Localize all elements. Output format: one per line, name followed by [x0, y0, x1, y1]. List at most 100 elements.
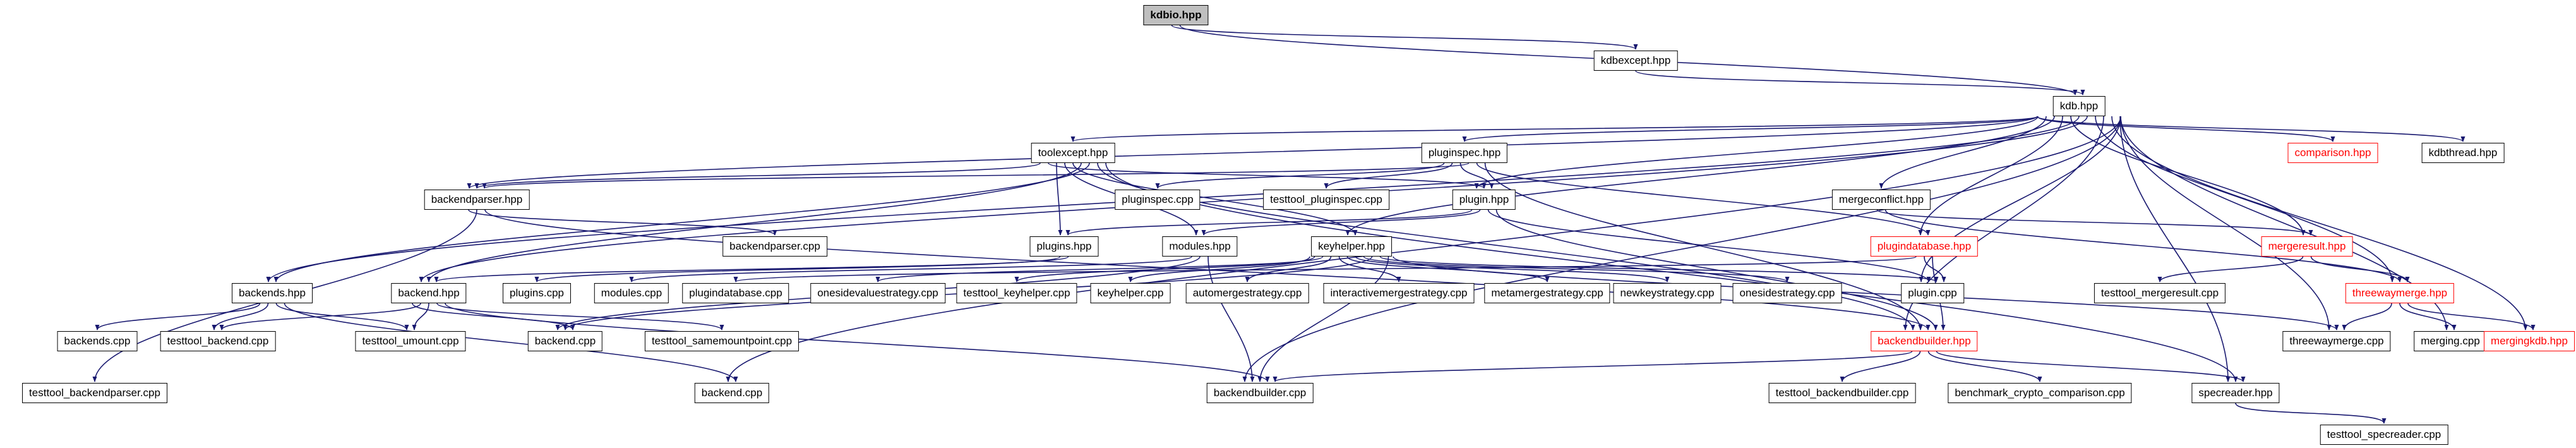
edge-kdb-hpp--backendbuilder-cpp	[1242, 116, 2121, 382]
graph-node-onesidevaluestrategy-cpp[interactable]: onesidevaluestrategy.cpp	[810, 283, 945, 303]
graph-node-specreader-hpp[interactable]: specreader.hpp	[2191, 383, 2280, 403]
graph-node-interactivemergestrategy-cpp[interactable]: interactivemergestrategy.cpp	[1323, 283, 1475, 303]
edges-group	[92, 25, 2536, 424]
graph-node-backendparser-hpp[interactable]: backendparser.hpp	[424, 190, 530, 210]
graph-node-backend-cpp-1[interactable]: backend.cpp	[527, 331, 603, 351]
edge-kdb-hpp--toolexcept-hpp	[1071, 116, 2038, 142]
edge-kdbexcept-hpp--kdb-hpp	[1635, 70, 2085, 95]
edge-backend-hpp--backend-cpp-1	[412, 303, 575, 330]
edge-kdb-hpp--kdbthread-hpp	[2037, 116, 2465, 142]
graph-node-plugins-hpp[interactable]: plugins.hpp	[1029, 236, 1099, 257]
edge-kdb-hpp--mergeresult-hpp	[2070, 116, 2306, 236]
edge-plugin-hpp--modules-hpp	[1201, 209, 1481, 236]
graph-node-backends-hpp[interactable]: backends.hpp	[232, 283, 313, 303]
edge-modules-hpp--modules-cpp	[629, 256, 1192, 282]
graph-node-keyhelper-hpp[interactable]: keyhelper.hpp	[1311, 236, 1392, 257]
edge-keyhelper-hpp--newkeystrategy-cpp	[1355, 256, 1670, 282]
edge-specreader-hpp--testtool-specreader-cpp	[2235, 403, 2387, 424]
graph-node-kdb-hpp[interactable]: kdb.hpp	[2052, 96, 2106, 116]
edge-backendbuilder-hpp--backendbuilder-cpp	[1273, 351, 1913, 382]
edge-plugin-hpp--plugins-hpp	[1065, 209, 1473, 236]
graph-node-benchmark-crypto-comparison-cpp[interactable]: benchmark_crypto_comparison.cpp	[1948, 383, 2132, 403]
graph-node-toolexcept-hpp[interactable]: toolexcept.hpp	[1031, 143, 1115, 163]
edge-backends-hpp--backend-cpp-2	[284, 303, 738, 382]
edge-kdb-hpp--plugindatabase-hpp	[1918, 116, 2063, 236]
edge-plugins-hpp--plugins-cpp	[534, 256, 1061, 282]
graph-node-backend-hpp[interactable]: backend.hpp	[391, 283, 467, 303]
edge-keyhelper-hpp--onesidestrategy-cpp	[1363, 256, 1790, 282]
graph-node-testtool-umount-cpp[interactable]: testtool_umount.cpp	[355, 331, 466, 351]
edge-kdb-hpp--mergeconflict-hpp	[1879, 116, 2047, 189]
edge-backends-hpp--testtool-umount-cpp	[275, 303, 409, 330]
edge-backend-hpp--testtool-umount-cpp	[412, 303, 429, 330]
edge-backendbuilder-hpp--testtool-backendbuilder-cpp	[1840, 351, 1921, 382]
edge-modules-hpp--backendbuilder-cpp	[1207, 256, 1255, 382]
edge-keyhelper-hpp--threewaymerge-cpp	[1393, 256, 2339, 330]
graph-node-merging-cpp[interactable]: merging.cpp	[2414, 331, 2487, 351]
graph-node-backendbuilder-hpp[interactable]: backendbuilder.hpp	[1871, 331, 1978, 351]
edge-kdb-hpp--plugin-cpp	[1919, 116, 2121, 282]
edge-threewaymerge-hpp--mergingkdb-hpp	[2407, 303, 2536, 330]
edge-backends-hpp--testtool-backend-cpp	[212, 303, 269, 330]
graph-node-threewaymerge-hpp[interactable]: threewaymerge.hpp	[2345, 283, 2455, 303]
graph-node-mergeresult-hpp[interactable]: mergeresult.hpp	[2261, 236, 2353, 257]
edge-toolexcept-hpp--backendparser-hpp	[474, 162, 1041, 189]
graph-node-mergeconflict-hpp[interactable]: mergeconflict.hpp	[1831, 190, 1931, 210]
edge-plugindatabase-hpp--plugin-cpp	[1924, 256, 1946, 282]
edge-pluginspec-hpp--plugin-hpp	[1459, 162, 1494, 189]
edge-mergeresult-hpp--threewaymerge-hpp	[2310, 256, 2410, 282]
graph-node-testtool-backend-cpp[interactable]: testtool_backend.cpp	[160, 331, 276, 351]
edge-mergeresult-hpp--testtool-mergeresult-cpp	[2157, 256, 2304, 282]
edge-pluginspec-hpp--backendbuilder-hpp	[1484, 162, 1923, 330]
edge-toolexcept-hpp--plugins-hpp	[1056, 162, 1063, 236]
graph-node-plugindatabase-hpp[interactable]: plugindatabase.hpp	[1870, 236, 1979, 257]
graph-node-testtool-keyhelper-cpp[interactable]: testtool_keyhelper.cpp	[956, 283, 1077, 303]
edge-keyhelper-hpp--onesidevaluestrategy-cpp	[875, 256, 1324, 282]
edge-keyhelper-hpp--plugin-cpp	[1379, 256, 1939, 282]
graph-node-onesidestrategy-cpp[interactable]: onesidestrategy.cpp	[1732, 283, 1842, 303]
edge-toolexcept-hpp--backends-hpp	[273, 162, 1090, 282]
graph-node-automergestrategy-cpp[interactable]: automergestrategy.cpp	[1185, 283, 1309, 303]
graph-node-backendbuilder-cpp[interactable]: backendbuilder.cpp	[1206, 383, 1314, 403]
graph-node-mergingkdb-hpp[interactable]: mergingkdb.hpp	[2484, 331, 2575, 351]
graph-node-plugindatabase-cpp[interactable]: plugindatabase.cpp	[682, 283, 789, 303]
edge-kdb-hpp--backend-hpp	[419, 116, 2088, 282]
graph-node-testtool-samemountpoint-cpp[interactable]: testtool_samemountpoint.cpp	[644, 331, 800, 351]
graph-node-keyhelper-cpp[interactable]: keyhelper.cpp	[1090, 283, 1171, 303]
edge-plugin-hpp--plugin-cpp	[1487, 209, 1931, 282]
graph-node-testtool-pluginspec-cpp[interactable]: testtool_pluginspec.cpp	[1263, 190, 1389, 210]
edge-keyhelper-hpp--testtool-keyhelper-cpp	[1014, 256, 1315, 282]
edge-kdbio-hpp--kdbexcept-hpp	[1171, 25, 1638, 50]
graph-node-testtool-backendbuilder-cpp[interactable]: testtool_backendbuilder.cpp	[1768, 383, 1916, 403]
graph-node-plugin-cpp[interactable]: plugin.cpp	[1901, 283, 1964, 303]
edge-threewaymerge-hpp--threewaymerge-cpp	[2342, 303, 2392, 330]
graph-node-pluginspec-cpp[interactable]: pluginspec.cpp	[1115, 190, 1201, 210]
edge-plugindatabase-hpp--plugindatabase-cpp	[734, 256, 1917, 282]
graph-node-plugin-hpp[interactable]: plugin.hpp	[1452, 190, 1516, 210]
graph-node-testtool-specreader-cpp[interactable]: testtool_specreader.cpp	[2320, 425, 2448, 445]
edge-mergeconflict-hpp--mergeresult-hpp	[1876, 209, 2313, 236]
graph-node-kdbio-hpp[interactable]: kdbio.hpp	[1143, 5, 1209, 25]
graph-node-comparison-hpp[interactable]: comparison.hpp	[2287, 143, 2378, 163]
graph-node-testtool-mergeresult-cpp[interactable]: testtool_mergeresult.cpp	[2094, 283, 2226, 303]
graph-node-metamergestrategy-cpp[interactable]: metamergestrategy.cpp	[1484, 283, 1610, 303]
graph-node-modules-cpp[interactable]: modules.cpp	[594, 283, 669, 303]
edge-keyhelper-hpp--backendbuilder-cpp	[1257, 256, 1389, 382]
graph-node-backendparser-cpp[interactable]: backendparser.cpp	[722, 236, 827, 257]
graph-node-kdbthread-hpp[interactable]: kdbthread.hpp	[2421, 143, 2505, 163]
edge-kdb-hpp--backend-cpp-2	[726, 116, 2121, 382]
graph-node-plugins-cpp[interactable]: plugins.cpp	[502, 283, 572, 303]
edge-backendbuilder-hpp--benchmark-crypto-comparison-cpp	[1927, 351, 2042, 382]
graph-node-pluginspec-hpp[interactable]: pluginspec.hpp	[1421, 143, 1508, 163]
edge-pluginspec-hpp--plugindatabase-hpp	[1476, 162, 1931, 236]
edge-toolexcept-hpp--plugin-hpp	[1048, 162, 1487, 189]
graph-node-kdbexcept-hpp[interactable]: kdbexcept.hpp	[1593, 51, 1678, 71]
graph-node-threewaymerge-cpp[interactable]: threewaymerge.cpp	[2282, 331, 2391, 351]
graph-node-backends-cpp[interactable]: backends.cpp	[57, 331, 138, 351]
graph-node-newkeystrategy-cpp[interactable]: newkeystrategy.cpp	[1613, 283, 1722, 303]
graph-node-backend-cpp-2[interactable]: backend.cpp	[694, 383, 770, 403]
graph-node-modules-hpp[interactable]: modules.hpp	[1162, 236, 1238, 257]
graph-node-testtool-backendparser-cpp[interactable]: testtool_backendparser.cpp	[22, 383, 167, 403]
